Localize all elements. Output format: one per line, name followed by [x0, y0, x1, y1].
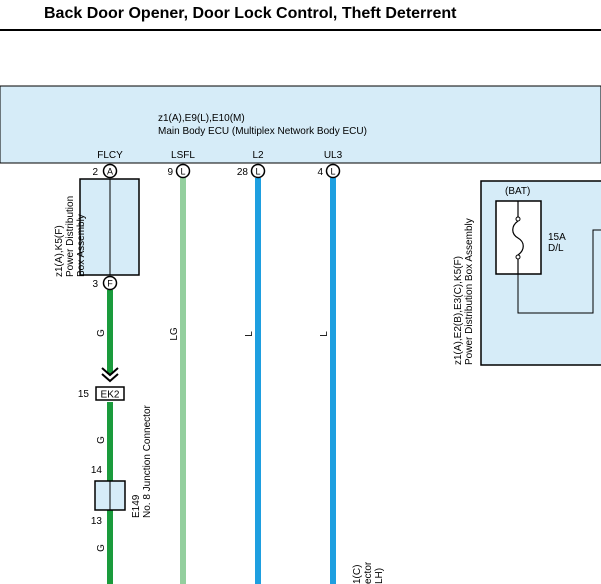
terminal-ul3-label: UL3	[324, 150, 343, 161]
junction-ek2-box[interactable]	[95, 386, 125, 401]
terminal-l2-connector-id: L	[255, 167, 260, 177]
terminal-flcy-label: FLCY	[97, 150, 123, 161]
pdb-left-label-2: Power Distribution	[65, 196, 76, 277]
wire-g-label-2: G	[96, 436, 107, 444]
wire-g-label-3: G	[96, 544, 107, 552]
double-chevron-icon	[101, 367, 119, 383]
title-divider	[0, 29, 601, 31]
terminal-ul3-connector-id: L	[330, 167, 335, 177]
junction-top-pin: 15	[78, 389, 90, 400]
pdb-left-out-connector[interactable]	[102, 275, 118, 291]
ecu-block[interactable]	[0, 85, 601, 164]
pdb-left-out-pin: 3	[92, 279, 98, 290]
pdb-right-label-2: Power Distribution Box Assembly	[464, 218, 475, 365]
terminal-lsfl-pin: 9	[167, 167, 173, 178]
junction-id: E149	[131, 494, 142, 518]
pdb-right-label-1: z1(A),E2(B),E3(C),K5(F)	[453, 256, 464, 365]
pdb-right-bat-label: (BAT)	[505, 186, 530, 197]
bottom-right-label-3: LH)	[374, 568, 385, 584]
terminal-ul3-pin: 4	[317, 167, 323, 178]
pdb-left-out-connector-id: F	[107, 279, 113, 289]
wire-g-label-1: G	[96, 329, 107, 337]
ecu-connector-ids: z1(A),E9(L),E10(M)	[158, 113, 245, 124]
fuse-output-wire	[517, 229, 601, 314]
wire-l-label-1: L	[244, 331, 255, 337]
terminal-flcy-connector-id: A	[107, 167, 113, 177]
junction-ek2-label: EK2	[101, 390, 120, 401]
terminal-flcy-pin: 2	[92, 167, 98, 178]
wire-lg-label: LG	[169, 327, 180, 341]
fuse-terminal-top	[515, 216, 521, 222]
terminal-lsfl-connector-id: L	[180, 167, 185, 177]
fuse-name: D/L	[548, 243, 564, 254]
terminal-lsfl-connector[interactable]	[175, 163, 191, 179]
terminal-l2-label: L2	[252, 150, 264, 161]
fuse-terminal-bottom	[515, 254, 521, 260]
pdb-left-label-3: Box Assembly	[76, 214, 87, 277]
terminal-ul3-connector[interactable]	[325, 163, 341, 179]
terminal-l2-connector[interactable]	[250, 163, 266, 179]
bottom-right-label-2: ector	[363, 561, 374, 584]
pdb-left-label-1: z1(A),K5(F)	[54, 225, 65, 277]
junction-name: No. 8 Junction Connector	[142, 404, 153, 518]
terminal-flcy-connector[interactable]	[102, 163, 118, 179]
wire-l-label-2: L	[319, 331, 330, 337]
fuse-icon	[512, 201, 524, 274]
junction-in-pin: 14	[91, 465, 103, 476]
terminal-lsfl-label: LSFL	[171, 150, 195, 161]
ecu-name: Main Body ECU (Multiplex Network Body EC…	[158, 126, 367, 137]
junction-out-pin: 13	[91, 516, 103, 527]
fuse-rating: 15A	[548, 232, 566, 243]
page-title: Back Door Opener, Door Lock Control, The…	[44, 5, 457, 22]
bottom-right-label-1: 1(C)	[352, 565, 363, 584]
terminal-l2-pin: 28	[237, 167, 249, 178]
